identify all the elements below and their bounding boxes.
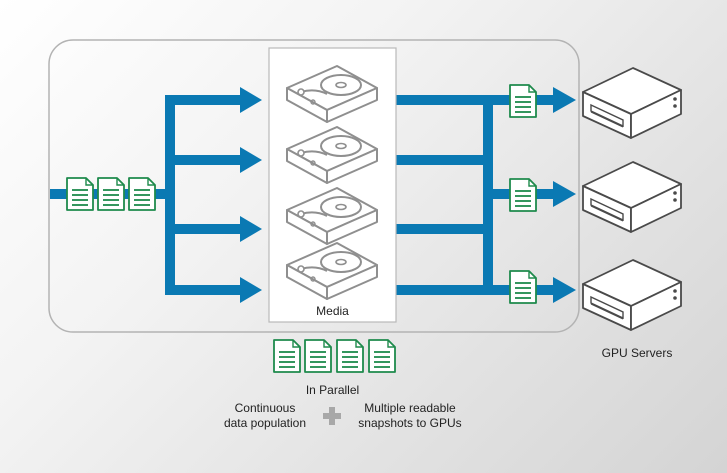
drive-out-2 (396, 155, 486, 165)
snapshots-line-2: snapshots to GPUs (358, 416, 462, 430)
arrow-head-2 (240, 147, 262, 173)
document-icon (66, 177, 94, 211)
drive-out-3 (396, 224, 486, 234)
document-icon (509, 84, 537, 118)
server-arrow-head-2 (553, 181, 576, 207)
snapshots-label: Multiple readable snapshots to GPUs (345, 401, 475, 431)
server-icon (582, 259, 682, 331)
continuous-line-1: Continuous (234, 401, 296, 415)
document-icon (273, 339, 301, 373)
left-trunk (165, 95, 175, 295)
arrow-shaft-4 (165, 285, 243, 295)
gpu-servers-label: GPU Servers (601, 346, 673, 360)
server-arrow-head-1 (553, 87, 576, 113)
in-parallel-label: In Parallel (305, 383, 360, 397)
document-icon (509, 178, 537, 212)
server-icon (582, 161, 682, 233)
arrow-shaft-2 (165, 155, 243, 165)
snapshots-line-1: Multiple readable (364, 401, 456, 415)
server-icon (582, 67, 682, 139)
continuous-population-label: Continuous data population (205, 401, 325, 431)
arrow-head-1 (240, 87, 262, 113)
document-icon (509, 270, 537, 304)
plus-icon (323, 407, 341, 425)
server-arrow-head-3 (553, 277, 576, 303)
document-icon (368, 339, 396, 373)
document-icon (304, 339, 332, 373)
document-icon (336, 339, 364, 373)
arrow-head-3 (240, 216, 262, 242)
arrow-shaft-3 (165, 224, 243, 234)
document-icon (128, 177, 156, 211)
right-arrows (396, 87, 576, 303)
drive-out-1 (396, 95, 486, 105)
document-icon (97, 177, 125, 211)
media-label: Media (316, 304, 349, 318)
arrow-shaft-1 (165, 95, 243, 105)
drive-out-4 (396, 285, 486, 295)
continuous-line-2: data population (223, 416, 307, 430)
storage-container (48, 39, 580, 333)
arrow-head-4 (240, 277, 262, 303)
